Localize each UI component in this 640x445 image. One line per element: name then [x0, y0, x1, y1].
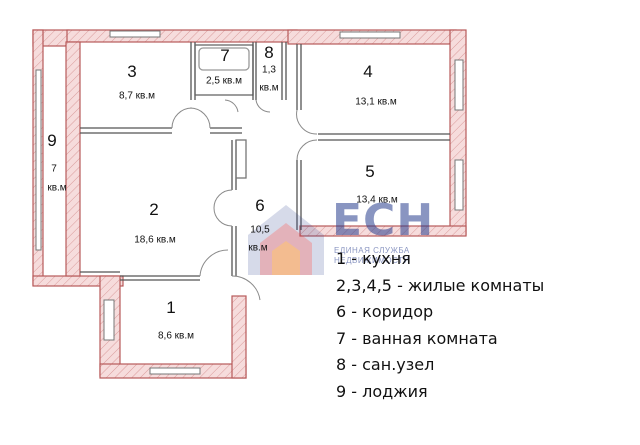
- room-4-area: 13,1 кв.м: [355, 96, 397, 108]
- legend-item-corridor: 6 - коридор: [336, 302, 434, 322]
- room-3-number: 3: [127, 62, 137, 81]
- room-2-number: 2: [149, 200, 159, 219]
- room-6-number: 6: [255, 196, 265, 215]
- room-9-area-unit: кв.м: [47, 182, 67, 194]
- legend-item-kitchen: 1 - кухня: [336, 249, 411, 268]
- windows: [35, 30, 464, 375]
- room-1-area: 8,6 кв.м: [157, 330, 195, 342]
- wall-kitchen-right: [231, 295, 247, 379]
- room-3-area: 8,7 кв.м: [118, 90, 156, 102]
- room-5-area: 13,4 кв.м: [356, 194, 398, 206]
- room-6-area-unit: кв.м: [248, 242, 268, 254]
- legend-item-toilet: 8 - сан.узел: [336, 355, 435, 375]
- room-8-number: 8: [264, 43, 274, 62]
- room-4-number: 4: [363, 62, 373, 81]
- room-8-area-unit: кв.м: [259, 82, 279, 94]
- company-logo: ЕСН ЕДИНАЯ СЛУЖБА НЕДВИЖИМОСТИ: [238, 195, 438, 285]
- wall-loggia-inner: [65, 41, 81, 277]
- doors: [171, 99, 318, 301]
- logo-house-icon: [248, 205, 324, 275]
- room-1-number: 1: [166, 298, 176, 317]
- logo-name: ЕСН: [332, 195, 435, 246]
- legend-item-bathroom: 7 - ванная комната: [336, 328, 498, 348]
- interior-walls: [80, 42, 450, 281]
- room-8-area-value: 1,3: [262, 64, 276, 76]
- legend-item-living-rooms: 2,3,4,5 - жилые комнаты: [336, 275, 545, 295]
- room-7-number: 7: [220, 46, 230, 65]
- room-legend: 1 - кухня 2,3,4,5 - жилые комнаты 6 - ко…: [336, 246, 544, 406]
- room-2-area: 18,6 кв.м: [134, 234, 176, 246]
- room-9-number: 9: [47, 131, 57, 150]
- wall-top-left: [66, 29, 298, 43]
- legend-item-loggia: 9 - лоджия: [336, 381, 428, 401]
- room-6-area-value: 10,5: [250, 224, 270, 236]
- room-7-area: 2,5 кв.м: [205, 75, 243, 87]
- wall-bottom-right: [299, 225, 467, 237]
- logo-line-1: ЕДИНАЯ СЛУЖБА: [334, 246, 410, 255]
- room-9-area-value: 7: [51, 163, 57, 175]
- room-5-number: 5: [365, 162, 375, 181]
- logo-line-2: НЕДВИЖИМОСТИ: [334, 256, 410, 265]
